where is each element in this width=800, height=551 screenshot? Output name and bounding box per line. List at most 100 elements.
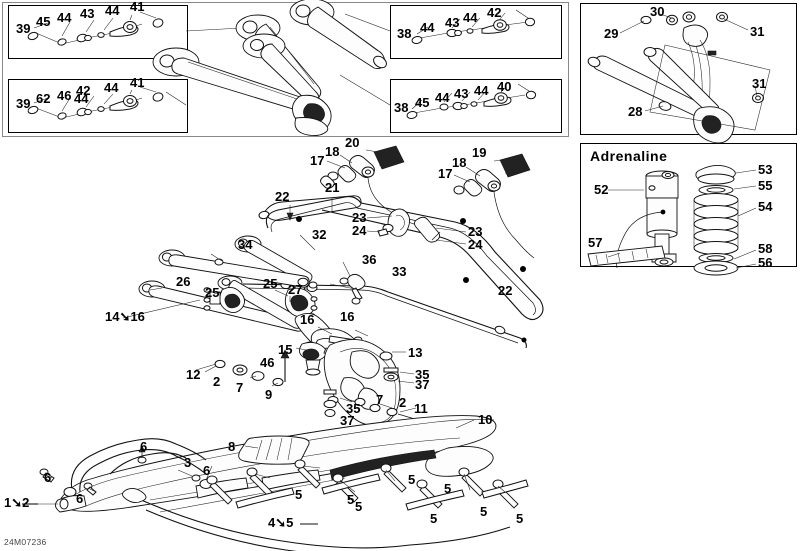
callout-10: 10 (478, 412, 493, 427)
callout-1-to-2: 1➘2 (4, 495, 30, 510)
callout-44h: 44 (474, 83, 489, 98)
callout-5-d: 5 (355, 499, 363, 514)
callout-25-a: 25 (205, 285, 220, 300)
callout-26: 26 (176, 274, 191, 289)
callout-6-a: 6 (44, 470, 52, 485)
callout-44g: 44 (435, 90, 450, 105)
callout-45-lower: 45 (415, 95, 430, 110)
callout-35-a: 35 (415, 367, 430, 382)
callout-39-upper: 39 (16, 21, 31, 36)
callout-46: 46 (260, 355, 275, 370)
callout-45-upper: 45 (36, 14, 51, 29)
callout-21: 21 (325, 180, 340, 195)
callout-29: 29 (604, 26, 619, 41)
callout-23-a: 23 (352, 210, 367, 225)
callout-2-b: 2 (399, 395, 407, 410)
inset-box-adrenaline (580, 143, 797, 267)
callout-9: 9 (265, 387, 273, 402)
callout-44b-upper: 44 (105, 3, 120, 18)
callout-6-d: 6 (203, 463, 211, 478)
callout-7-b: 7 (376, 392, 384, 407)
callout-44d-lower: 44 (104, 80, 119, 95)
callout-16-left: 16 (340, 309, 355, 324)
art-upper-left-arm (27, 11, 164, 46)
art-lower-left-arm (27, 86, 164, 120)
callout-31-top: 31 (750, 24, 765, 39)
art-adrenaline-shock (587, 165, 757, 276)
callout-32: 32 (312, 227, 327, 242)
callout-43-upper: 43 (80, 6, 95, 21)
callout-30: 30 (650, 4, 665, 19)
callout-31-bottom: 31 (752, 76, 767, 91)
callout-18-right: 18 (452, 155, 467, 170)
callout-44e: 44 (420, 20, 435, 35)
callout-18-left: 18 (325, 144, 340, 159)
callout-12: 12 (186, 367, 201, 382)
callout-17-right: 17 (438, 166, 453, 181)
art-spindle-knuckle (195, 312, 457, 434)
callout-5-e: 5 (295, 487, 303, 502)
callout-5-a: 5 (408, 472, 416, 487)
callout-43-right: 43 (445, 15, 460, 30)
callout-5-c: 5 (347, 492, 355, 507)
art-shock-linkage (587, 11, 771, 144)
callout-6-b: 6 (76, 491, 84, 506)
adrenaline-title: Adrenaline (590, 148, 668, 164)
callout-24-a: 24 (352, 223, 367, 238)
art-a-arms-overview (152, 0, 391, 137)
callout-53: 53 (758, 162, 773, 177)
art-ski-assembly (39, 415, 529, 551)
callout-17-left: 17 (310, 153, 325, 168)
callout-42-right: 42 (487, 5, 502, 20)
art-upper-right-arm (411, 9, 536, 44)
callout-25-b: 25 (263, 276, 278, 291)
outer-frame-left (2, 2, 569, 137)
drawing-number: 24M07236 (4, 537, 47, 547)
callout-23-b: 23 (468, 224, 483, 239)
callout-44f: 44 (463, 10, 478, 25)
callout-58: 58 (758, 241, 773, 256)
callout-20: 20 (345, 135, 360, 150)
callout-43-lower: 43 (454, 86, 469, 101)
callout-28: 28 (628, 104, 643, 119)
callout-38-lower: 38 (394, 100, 409, 115)
callout-62: 62 (36, 91, 51, 106)
callout-19: 19 (472, 145, 487, 160)
callout-22-left: 22 (275, 189, 290, 204)
callout-13: 13 (408, 345, 423, 360)
callout-6-c: 6 (140, 439, 148, 454)
inset-box-lower-left-arm (8, 79, 188, 133)
callout-35-b: 35 (346, 401, 361, 416)
callout-44c-lower: 44 (74, 91, 89, 106)
callout-33: 33 (392, 264, 407, 279)
callout-37-a: 37 (415, 377, 430, 392)
callout-36: 36 (362, 252, 377, 267)
callout-54: 54 (758, 199, 773, 214)
callout-11: 11 (414, 401, 428, 416)
callout-15: 15 (278, 342, 293, 357)
inset-box-shock-linkage (580, 3, 797, 135)
inset-box-lower-right-arm (390, 79, 562, 133)
art-callout-leaders (22, 149, 506, 505)
art-sway-bar-assembly (138, 145, 544, 349)
callout-38-upper: 38 (397, 26, 412, 41)
callout-2-a: 2 (213, 374, 221, 389)
callout-5-f: 5 (430, 511, 438, 526)
callout-46-lower: 46 (57, 88, 72, 103)
callout-41-upper: 41 (130, 0, 145, 14)
callout-39-lower: 39 (16, 96, 31, 111)
art-lower-right-arm (406, 83, 537, 119)
inset-box-upper-right-arm (390, 5, 562, 59)
callout-56: 56 (758, 255, 773, 270)
callout-27: 27 (288, 282, 303, 297)
callout-42-lower: 42 (76, 83, 91, 98)
callout-34: 34 (238, 237, 253, 252)
callout-55: 55 (758, 178, 773, 193)
callout-44a-upper: 44 (57, 10, 72, 25)
callout-8: 8 (228, 439, 236, 454)
callout-5-b: 5 (444, 481, 452, 496)
inset-box-upper-left-arm (8, 5, 188, 59)
callout-7-a: 7 (236, 380, 244, 395)
callout-40: 40 (497, 79, 512, 94)
